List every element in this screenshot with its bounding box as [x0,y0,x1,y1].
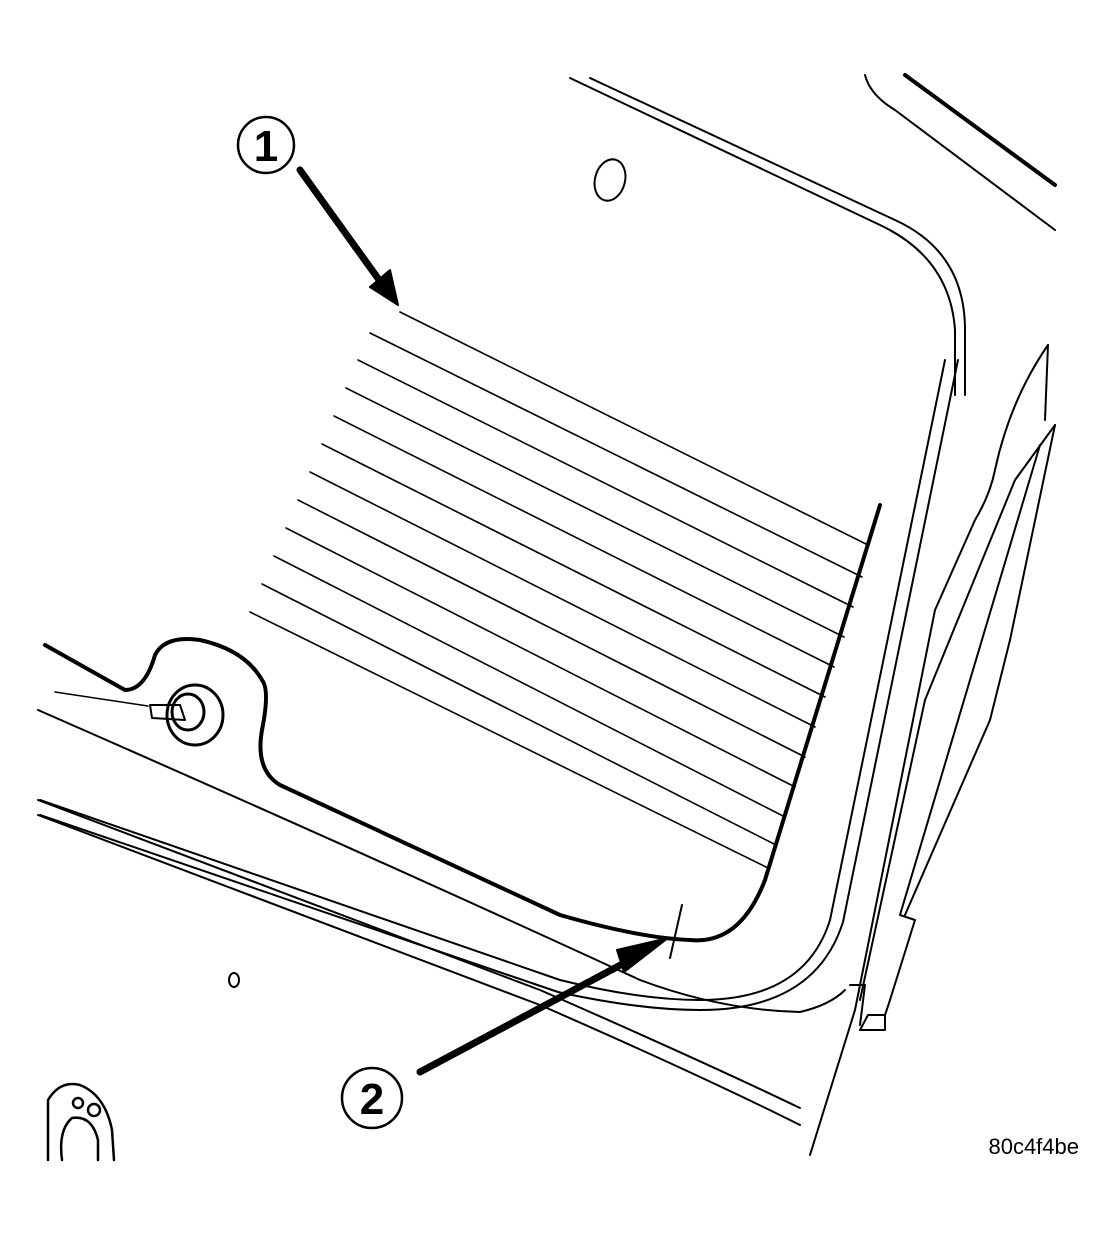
callout-2-label: 2 [360,1075,384,1124]
callout-1 [236,115,386,288]
seal-cut-mark [669,904,683,959]
stud-mount [54,683,225,747]
roof-panel-outline [569,73,1057,396]
access-hole-top [593,158,627,202]
defroster-grid-lines [249,311,869,869]
callout-2 [340,904,683,1130]
glass-opening-flange [39,359,959,1011]
d-pillar-panel [809,344,1056,1156]
lower-left-bracket [46,1082,116,1162]
rear-glass-outline [43,503,882,943]
figure-reference-code: 80c4f4be [988,1134,1079,1159]
small-hole [228,972,240,988]
callout-2-arrowhead [616,937,669,973]
callout-1-arrowhead [369,269,399,306]
lower-body-panel [37,709,846,1126]
callout-1-label: 1 [254,122,278,171]
